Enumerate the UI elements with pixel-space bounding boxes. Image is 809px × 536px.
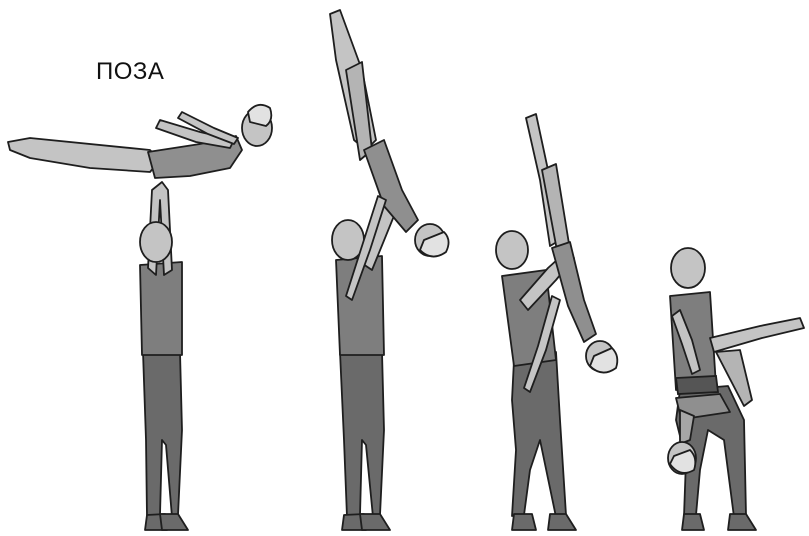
stage-2-base-legs bbox=[340, 352, 384, 517]
stage-4-base-head bbox=[671, 248, 705, 288]
stage-1-base-torso bbox=[140, 262, 182, 355]
stage-1-base-legs bbox=[143, 352, 182, 517]
stage-4-flyer-legs bbox=[710, 318, 804, 352]
stage-3-flyer-torso bbox=[552, 242, 596, 342]
stage-3-lowering bbox=[496, 114, 617, 530]
stage-1-flyer-legs bbox=[8, 138, 160, 172]
stage-4-dismount bbox=[668, 248, 804, 530]
stage-2-inverted-split bbox=[330, 10, 449, 530]
stage-1-base-head bbox=[140, 222, 172, 262]
stage-1-overhead-hold bbox=[8, 105, 272, 530]
stage-3-base-legs bbox=[512, 352, 566, 517]
stage-3-base-head bbox=[496, 231, 528, 269]
